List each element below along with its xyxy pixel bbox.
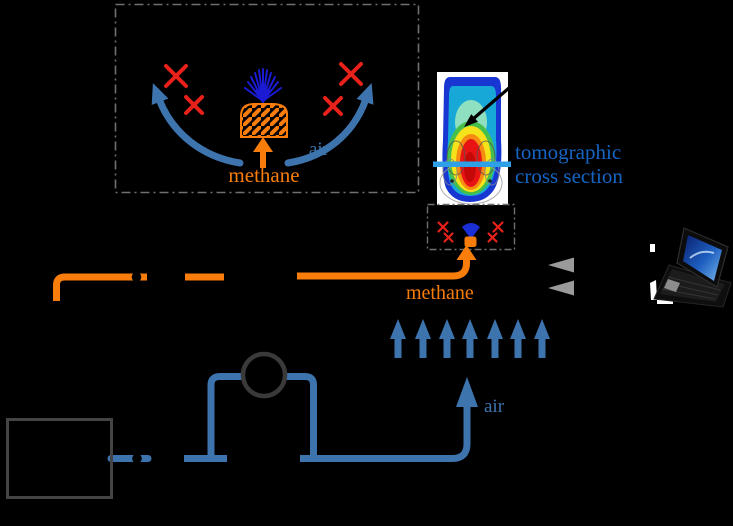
burner-x-markers bbox=[437, 221, 504, 243]
pump-symbol bbox=[240, 351, 288, 399]
inset-methane-arrow bbox=[253, 137, 273, 168]
inset-flame-icon bbox=[244, 68, 282, 104]
inset-measurement-x-markers bbox=[164, 62, 363, 116]
burner-flame-icon bbox=[462, 223, 480, 239]
laptop-photo bbox=[650, 227, 732, 308]
burner-nozzle-icon bbox=[464, 236, 477, 247]
air-source-box bbox=[6, 418, 113, 499]
air-supply-line bbox=[107, 373, 471, 462]
pointer-arrow bbox=[464, 80, 518, 127]
inset-air-recirculation-arrows bbox=[151, 82, 374, 167]
flame-photo bbox=[433, 72, 518, 205]
methane-arrowhead bbox=[456, 245, 477, 260]
tomographic-cross-section-label: tomographic cross section bbox=[515, 140, 623, 188]
burner-box bbox=[426, 203, 516, 251]
pipe-air-label: air bbox=[484, 396, 505, 417]
cross-section-line bbox=[433, 161, 511, 167]
air-arrowhead bbox=[456, 377, 478, 407]
inset-air-label: air bbox=[309, 139, 330, 160]
tomographic-label-line1: tomographic bbox=[515, 140, 622, 164]
camera-view-arrows bbox=[548, 257, 574, 296]
recirculation-inset-box bbox=[114, 3, 420, 194]
inset-burner-icon bbox=[240, 103, 288, 138]
tomographic-label-line2: cross section bbox=[515, 163, 623, 188]
inset-methane-label: methane bbox=[228, 163, 300, 187]
methane-valve-dot bbox=[131, 272, 142, 282]
pipe-methane-label: methane bbox=[406, 282, 474, 304]
air-valve-dot bbox=[132, 453, 142, 464]
coflow-air-arrows bbox=[390, 319, 550, 358]
methane-supply-line bbox=[53, 258, 470, 301]
